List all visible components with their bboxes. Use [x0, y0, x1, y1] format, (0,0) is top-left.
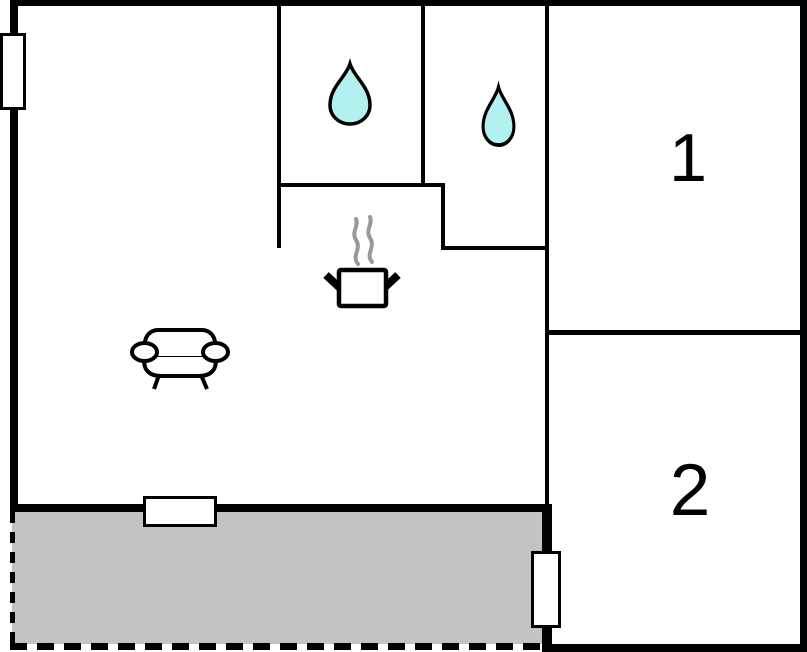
sofa-leg-right	[199, 374, 209, 390]
wall-bathroom2-bottom	[441, 246, 545, 250]
wall-bathroom-divider	[421, 6, 425, 185]
window-terrace-wall	[143, 496, 217, 527]
wall-outer-left	[10, 0, 18, 508]
sofa-leg-left	[152, 374, 161, 390]
terrace-dashed-border-left	[10, 512, 15, 652]
sofa-icon	[130, 328, 230, 390]
cooking-pot-icon	[323, 215, 401, 309]
wall-outer-bottom	[545, 644, 807, 652]
wall-outer-top	[10, 0, 807, 6]
wall-main-divider	[545, 6, 549, 504]
water-drop-icon	[328, 58, 372, 126]
window-left-wall	[0, 33, 26, 110]
room-1-label: 1	[669, 120, 707, 196]
wall-outer-right	[800, 0, 807, 652]
wall-living-bottom-right	[217, 504, 547, 512]
terrace-area	[12, 512, 542, 644]
water-drop-icon	[481, 80, 516, 148]
terrace-dashed-border-bottom	[10, 643, 545, 650]
steam-line	[352, 217, 360, 266]
door-terrace-right	[531, 551, 561, 628]
wall-rooms-1-2-divider	[549, 330, 800, 335]
room-2-label: 2	[669, 449, 711, 531]
water-drop-shape	[481, 80, 516, 148]
steam-line	[366, 215, 374, 264]
pot-body	[336, 267, 389, 309]
wall-bathroom1-bottom	[277, 183, 445, 187]
sofa-seat	[142, 356, 218, 378]
water-drop-shape	[328, 58, 372, 126]
wall-living-bottom-left	[10, 504, 143, 512]
sofa-armrest-left	[130, 341, 159, 363]
wall-bathroom1-left	[277, 6, 281, 248]
sofa-armrest-right	[201, 341, 230, 363]
wall-bathroom2-step	[441, 187, 445, 248]
